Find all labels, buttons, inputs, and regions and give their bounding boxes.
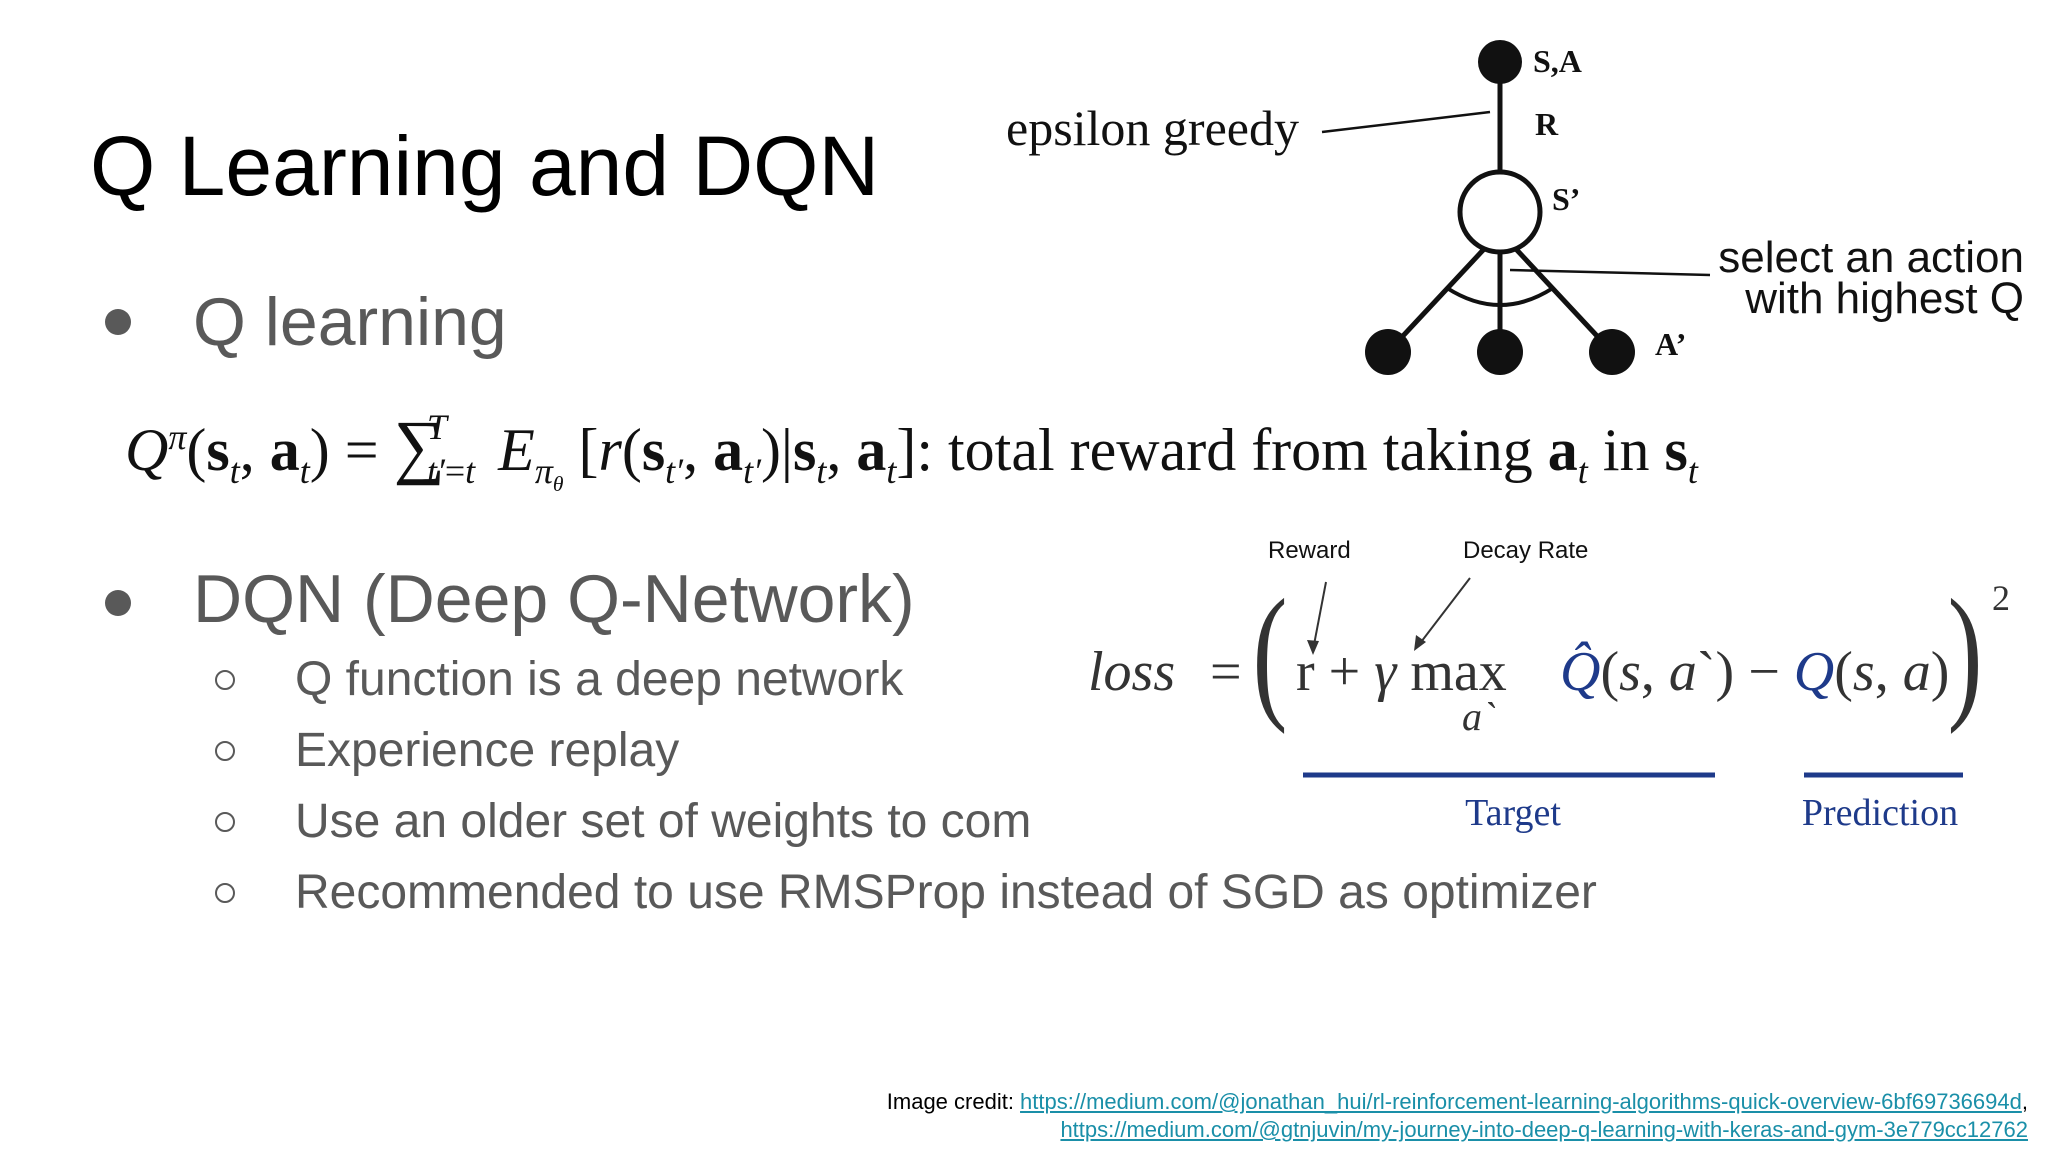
target-label: Target	[1465, 792, 1561, 834]
leaf-label: A’	[1655, 326, 1686, 362]
hollow-bullet-icon	[215, 670, 235, 690]
loss-word: loss	[1088, 641, 1175, 703]
credit-prefix: Image credit:	[886, 1089, 1021, 1114]
q-value-equation: Qπ(st, at) = ∑Tt′=t Eπθ [r(st′, at′)|st,…	[125, 406, 1698, 497]
bullet-dot-icon	[105, 590, 131, 616]
hollow-bullet-icon	[215, 741, 235, 761]
leaf-node	[1589, 329, 1635, 375]
credit-link-1[interactable]: https://medium.com/@jonathan_hui/rl-rein…	[1020, 1089, 2022, 1114]
epsilon-greedy-label: epsilon greedy	[1006, 100, 1299, 156]
root-label: S,A	[1533, 43, 1582, 79]
sub-bullet-text: Use an older set of weights to com	[295, 795, 1032, 848]
callout-line	[1509, 268, 1711, 277]
credit-line-1: Image credit: https://medium.com/@jonath…	[887, 1088, 2028, 1116]
sub-bullet-text: Recommended to use RMSProp instead of SG…	[295, 866, 1597, 919]
tree-arc	[1445, 286, 1555, 307]
sub-bullet-text: Experience replay	[295, 724, 680, 777]
hollow-bullet-icon	[215, 883, 235, 903]
equals-sign: =	[1210, 641, 1242, 703]
tree-edge	[1386, 246, 1487, 354]
left-paren: (	[1253, 570, 1288, 736]
sub-bullet-text: Q function is a deep network	[295, 653, 904, 706]
loss-equation-body: r + γ max	[1296, 641, 1507, 703]
state-label: S’	[1552, 181, 1580, 217]
decay-arrow	[1417, 577, 1471, 647]
prediction-label: Prediction	[1802, 792, 1958, 834]
credit-link-2[interactable]: https://medium.com/@gtnjuvin/my-journey-…	[1060, 1117, 2028, 1142]
reward-arrow	[1312, 581, 1327, 651]
max-subscript: a`	[1462, 694, 1496, 739]
select-action-label: select an action	[1718, 233, 2024, 282]
target-term: Q̂(s, a`) − Q(s, a)	[1560, 640, 1949, 703]
squared-exponent: 2	[1992, 578, 2010, 618]
reward-annotation: Reward	[1268, 537, 1351, 564]
decay-rate-annotation: Decay Rate	[1463, 537, 1588, 564]
callout-line	[1321, 110, 1491, 134]
slide-title: Q Learning and DQN	[90, 119, 880, 213]
image-credit: Image credit: https://medium.com/@jonath…	[887, 1088, 2028, 1144]
root-node	[1478, 40, 1522, 84]
state-node	[1457, 169, 1543, 255]
leaf-node	[1365, 329, 1411, 375]
q-learning-tree-diagram: S,A R S’ A’ epsilon greedy select an act…	[1006, 40, 2024, 375]
arrow-head-icon	[1414, 635, 1426, 651]
highest-q-label: with highest Q	[1744, 274, 2024, 323]
credit-line-2: https://medium.com/@gtnjuvin/my-journey-…	[887, 1116, 2028, 1144]
leaf-node	[1477, 329, 1523, 375]
dqn-loss-figure: Reward Decay Rate loss = ( r + γ max a` …	[1060, 530, 2040, 860]
arrow-head-icon	[1307, 640, 1319, 655]
bullet-text: Q learning	[193, 284, 507, 360]
equation-tail-text: total reward from taking	[948, 417, 1533, 483]
hollow-bullet-icon	[215, 812, 235, 832]
right-paren: )	[1948, 570, 1983, 736]
tree-edge	[1513, 246, 1614, 354]
figure-background	[1060, 530, 2040, 860]
bullet-dot-icon	[105, 309, 131, 335]
edge-label: R	[1535, 106, 1559, 142]
credit-comma: ,	[2021, 1089, 2028, 1114]
bullet-text: DQN (Deep Q-Network)	[193, 561, 915, 637]
